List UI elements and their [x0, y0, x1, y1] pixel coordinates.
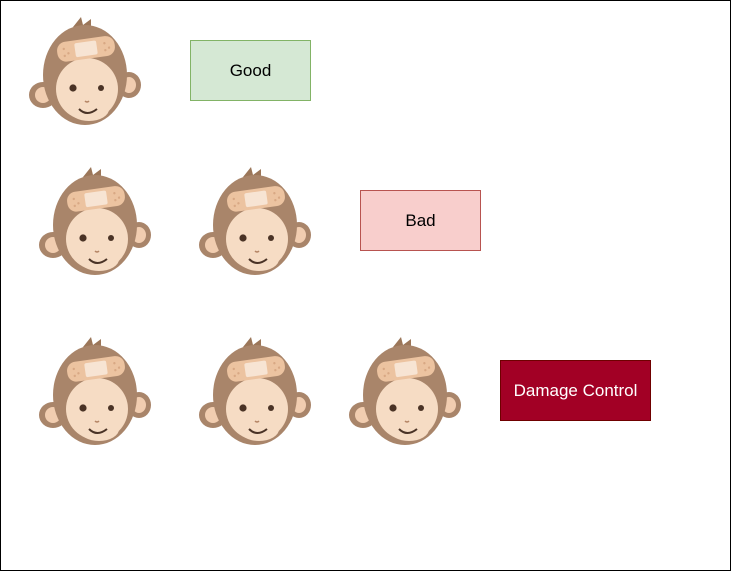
damage-control-label: Damage Control	[513, 380, 638, 400]
good-label: Good	[229, 60, 272, 80]
good-label-box[interactable]: Good	[190, 40, 311, 101]
bad-label-box[interactable]: Bad	[360, 190, 481, 251]
bandaged-monkey-icon	[191, 337, 311, 447]
bandaged-monkey-icon	[31, 337, 151, 447]
bandaged-monkey-icon	[31, 167, 151, 277]
bad-label: Bad	[405, 210, 436, 230]
bandaged-monkey-icon	[191, 167, 311, 277]
bandaged-monkey-icon	[21, 17, 141, 127]
damage-control-label-box[interactable]: Damage Control	[500, 360, 651, 421]
bandaged-monkey-icon	[341, 337, 461, 447]
